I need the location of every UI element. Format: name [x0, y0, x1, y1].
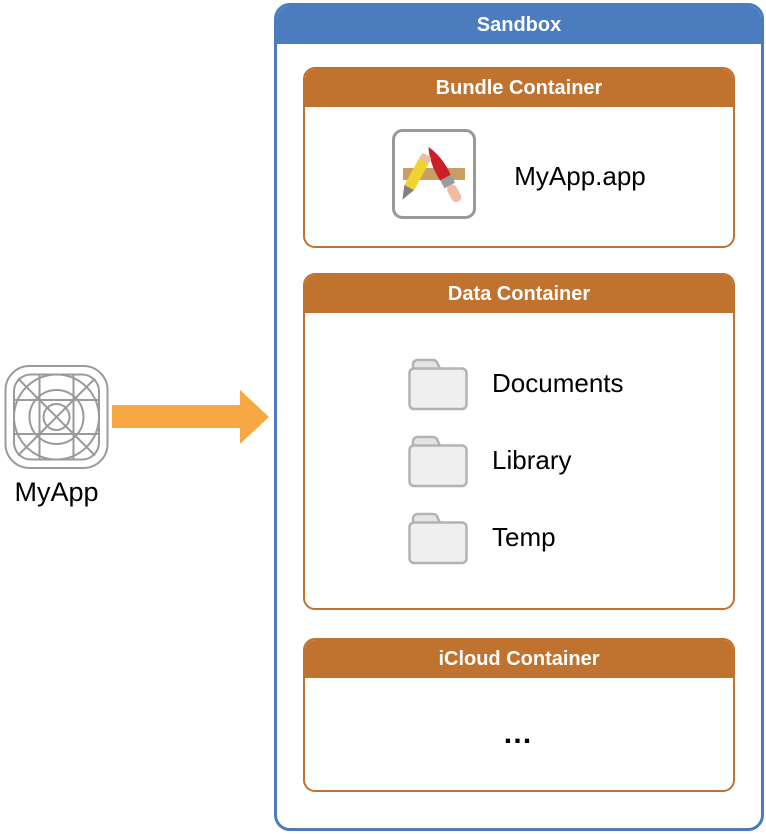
- folder-icon: [405, 355, 471, 412]
- bundle-app-name: MyApp.app: [514, 160, 646, 191]
- data-container-body: Documents Library: [305, 313, 733, 566]
- icloud-container: iCloud Container …: [303, 638, 735, 792]
- data-container-title: Data Container: [305, 275, 733, 313]
- folder-row-library: Library: [405, 432, 733, 489]
- folder-icon: [405, 509, 471, 566]
- app-bundle-icon: [392, 128, 477, 224]
- app-template-wireframe-icon: [3, 364, 110, 470]
- source-app: MyApp: [3, 364, 110, 508]
- bundle-container-body: MyApp.app: [305, 107, 733, 245]
- folder-label: Documents: [492, 368, 624, 398]
- sandbox-title: Sandbox: [277, 6, 761, 44]
- sandbox-box: Sandbox Bundle Container: [274, 3, 764, 831]
- icloud-ellipsis: …: [502, 716, 536, 750]
- arrow-right-icon: [112, 390, 269, 444]
- folder-label: Library: [492, 445, 572, 475]
- bundle-container-title: Bundle Container: [305, 69, 733, 107]
- folder-icon: [405, 432, 471, 489]
- folder-row-temp: Temp: [405, 509, 733, 566]
- icloud-container-title: iCloud Container: [305, 640, 733, 678]
- icloud-container-body: …: [305, 678, 733, 789]
- bundle-container: Bundle Container: [303, 67, 735, 248]
- folder-label: Temp: [492, 522, 556, 552]
- folder-row-documents: Documents: [405, 355, 733, 412]
- source-app-label: MyApp: [14, 477, 99, 507]
- data-container: Data Container Documents: [303, 273, 735, 610]
